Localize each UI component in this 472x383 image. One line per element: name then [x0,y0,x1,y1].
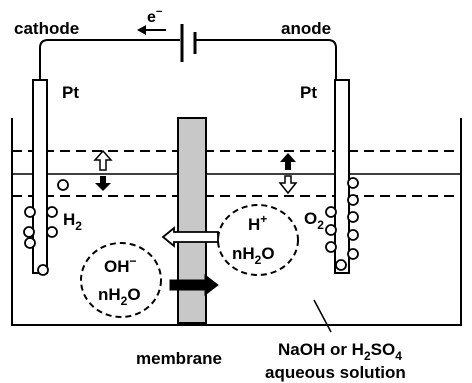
oxygen-bubbles [325,177,359,271]
anode-pt-label: Pt [300,83,317,102]
electrolyte-label: NaOH or H2SO4 [278,340,402,363]
cathode-level-down-arrow [95,176,111,191]
cathode-pt-label: Pt [62,83,79,102]
electrolyte-leader-line [313,299,332,333]
battery-icon [180,24,197,62]
hydrogen-label: H2 [63,210,82,233]
cathode-level-up-arrow [93,149,113,171]
electrolysis-tank [11,118,462,326]
electrolyte-solution-label: aqueous solution [265,363,406,382]
membrane [177,117,207,324]
hydrogen-bubbles [23,179,69,276]
hydrated-hydroxide-circle [80,242,162,318]
anode-electrode [334,79,350,274]
electron-label: e− [147,6,162,26]
proton-hydration-label: nH2O [232,244,275,267]
hydroxide-hydration-label: nH2O [98,285,141,308]
hydrated-proton-circle [217,204,299,276]
hydroxide-transport-arrow [169,273,219,297]
hydroxide-label: OH− [104,254,137,276]
oxygen-label: O2 [304,209,324,232]
proton-label: H+ [248,212,267,234]
membrane-label: membrane [136,349,222,368]
anode-level-up-arrow [280,153,296,170]
anode-level-down-arrow [278,175,298,195]
anode-label: anode [281,19,331,38]
proton-transport-arrow [161,226,219,248]
cathode-label: cathode [14,19,79,38]
electron-flow-arrow [137,25,166,35]
circuit-wire [39,39,337,80]
